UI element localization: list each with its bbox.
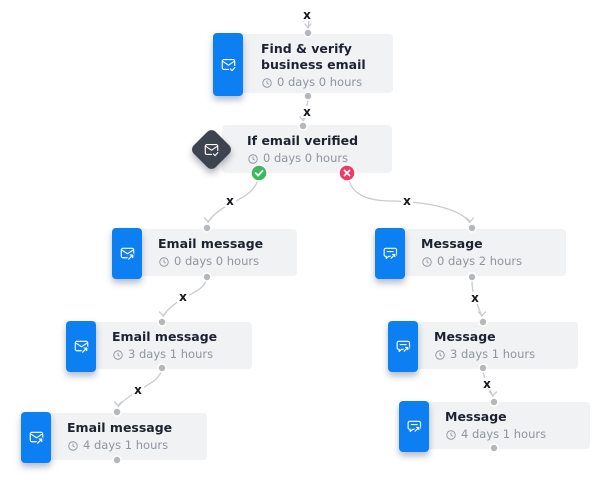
- connector-port-dot[interactable]: [298, 121, 308, 131]
- step-delay-text: 3 days 1 hours: [450, 347, 536, 361]
- connector-arrowhead: [304, 23, 312, 29]
- step-title: Find & verify business email: [261, 41, 366, 72]
- connector-arrowhead: [488, 391, 498, 397]
- step-title: Message: [445, 409, 507, 424]
- step-title: If email verified: [247, 133, 359, 148]
- connector-arrowhead: [113, 401, 123, 407]
- clock-icon: [435, 349, 445, 360]
- step-delay-text: 3 days 1 hours: [128, 347, 214, 361]
- connector-port-dot[interactable]: [478, 363, 488, 373]
- mail-check-icon: [213, 33, 243, 96]
- clock-icon: [113, 349, 123, 360]
- cross-icon: [343, 169, 351, 177]
- step-delay: 3 days 1 hours: [434, 348, 573, 361]
- step-delay: 3 days 1 hours: [112, 348, 247, 361]
- connector-arrowhead: [465, 217, 475, 223]
- clock-icon: [262, 77, 272, 88]
- connector-arrowhead: [477, 311, 487, 317]
- step-node-message-2[interactable]: Message 3 days 1 hours: [388, 321, 578, 372]
- step-title: Email message: [112, 329, 218, 344]
- connector-port-dot[interactable]: [303, 91, 313, 101]
- check-icon: [250, 164, 268, 182]
- condition-node-if-email-verified[interactable]: If email verified 0 days 0 hours: [222, 125, 392, 173]
- step-delay-text: 0 days 2 hours: [437, 254, 523, 268]
- delete-connector-button[interactable]: x: [481, 377, 493, 391]
- delete-connector-button[interactable]: x: [177, 290, 189, 304]
- step-title: Email message: [67, 420, 173, 435]
- connector-port-dot[interactable]: [478, 317, 488, 327]
- step-delay-text: 0 days 0 hours: [277, 75, 363, 89]
- step-title: Email message: [158, 236, 264, 251]
- connector-port-dot[interactable]: [489, 443, 499, 453]
- connector-ports: [112, 28, 499, 465]
- connector-port-dot[interactable]: [157, 317, 167, 327]
- step-node-find-verify-email[interactable]: Find & verify business email 0 days 0 ho…: [213, 33, 393, 96]
- email-send-icon: [66, 321, 96, 372]
- step-title: Message: [421, 236, 483, 251]
- branch-yes-badge[interactable]: [250, 164, 268, 182]
- delete-connector-button[interactable]: x: [224, 194, 236, 208]
- delete-connector-button[interactable]: x: [401, 194, 413, 208]
- connector-port-dot[interactable]: [157, 363, 167, 373]
- connector-port-dot[interactable]: [489, 397, 499, 407]
- clock-icon: [68, 440, 78, 451]
- step-delay-text: 0 days 0 hours: [263, 151, 349, 165]
- step-delay: 4 days 1 hours: [445, 428, 585, 441]
- connector-arrowhead: [158, 311, 168, 317]
- step-delay: 4 days 1 hours: [67, 439, 202, 452]
- message-send-icon: [399, 401, 429, 452]
- delete-connector-button[interactable]: x: [469, 291, 481, 305]
- step-title: Message: [434, 329, 496, 344]
- connector-port-dot[interactable]: [467, 223, 477, 233]
- step-delay: 0 days 0 hours: [158, 255, 292, 268]
- step-node-email-message-1[interactable]: Email message 0 days 0 hours: [112, 228, 297, 279]
- step-delay: 0 days 2 hours: [421, 255, 561, 268]
- connector-arrowhead: [203, 217, 213, 223]
- step-node-message-3[interactable]: Message 4 days 1 hours: [399, 401, 590, 452]
- step-delay: 0 days 0 hours: [261, 76, 388, 89]
- mail-check-icon: [204, 143, 220, 158]
- step-delay-text: 4 days 1 hours: [83, 438, 169, 452]
- delete-connector-button[interactable]: x: [301, 8, 313, 22]
- clock-icon: [446, 429, 456, 440]
- connector-port-dot[interactable]: [112, 455, 122, 465]
- step-delay: 0 days 0 hours: [247, 152, 387, 165]
- connector-port-dot[interactable]: [202, 223, 212, 233]
- delete-connector-button[interactable]: x: [132, 383, 144, 397]
- branch-no-badge[interactable]: [338, 164, 356, 182]
- clock-icon: [159, 256, 169, 267]
- message-send-icon: [388, 321, 418, 372]
- connector-port-dot[interactable]: [303, 28, 313, 38]
- condition-diamond[interactable]: [189, 127, 234, 172]
- clock-icon: [248, 153, 258, 164]
- step-node-email-message-2[interactable]: Email message 3 days 1 hours: [66, 321, 252, 372]
- clock-icon: [422, 256, 432, 267]
- message-send-icon: [375, 228, 405, 279]
- connector-port-dot[interactable]: [112, 407, 122, 417]
- step-delay-text: 0 days 0 hours: [174, 254, 260, 268]
- email-send-icon: [21, 412, 51, 463]
- delete-connector-button[interactable]: x: [301, 105, 313, 119]
- step-delay-text: 4 days 1 hours: [461, 427, 547, 441]
- step-node-message-1[interactable]: Message 0 days 2 hours: [375, 228, 566, 279]
- connector-port-dot[interactable]: [202, 272, 212, 282]
- email-send-icon: [112, 228, 142, 279]
- connector-port-dot[interactable]: [467, 272, 477, 282]
- step-node-email-message-3[interactable]: Email message 4 days 1 hours: [21, 412, 207, 463]
- check-icon: [254, 169, 264, 177]
